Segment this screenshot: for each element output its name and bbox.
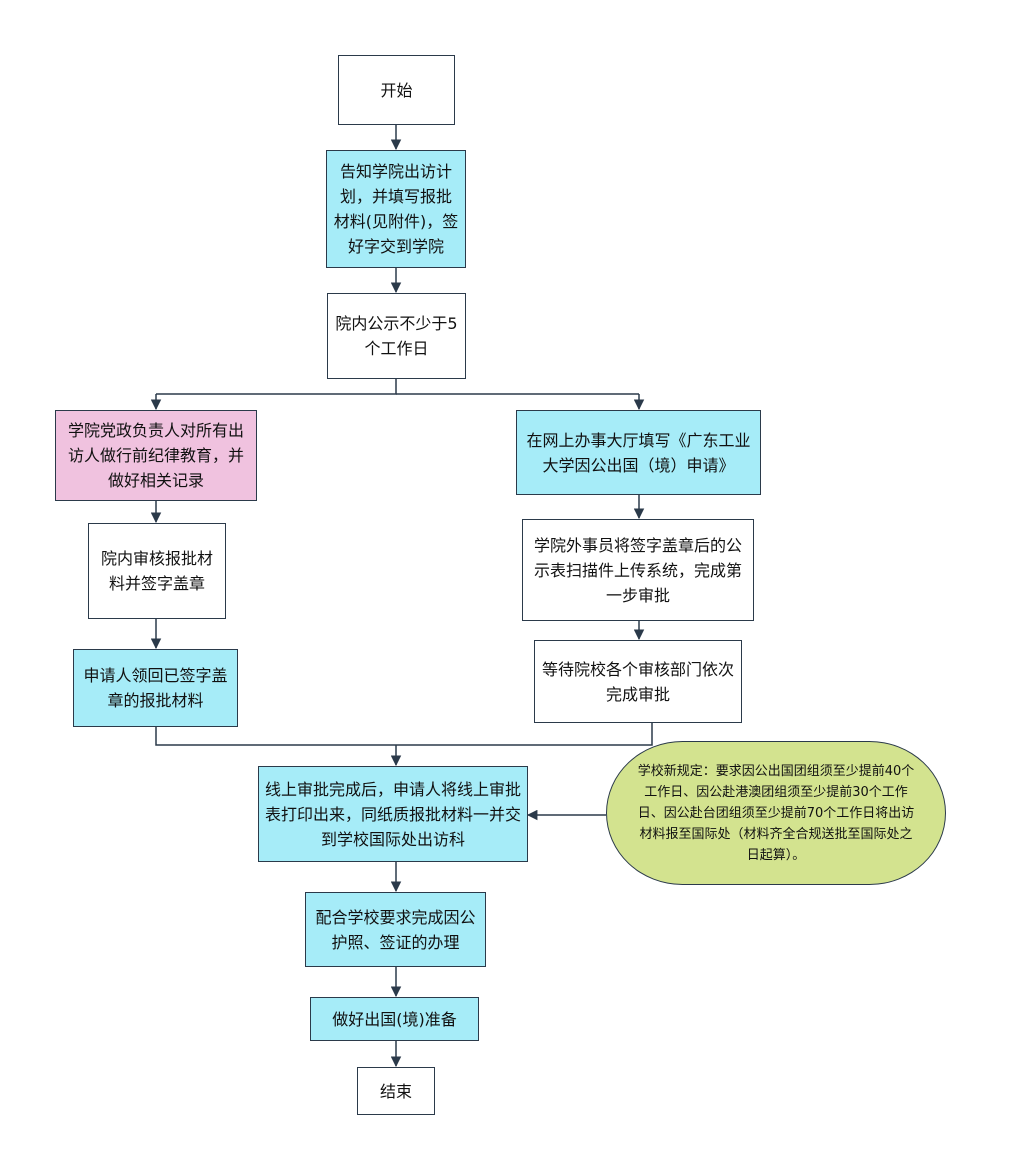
node-online-apply: 在网上办事大厅填写《广东工业大学因公出国（境）申请》 (516, 410, 761, 495)
node-prepare: 做好出国(境)准备 (310, 997, 479, 1041)
branch-line (156, 378, 397, 395)
node-college-review-label: 院内审核报批材料并签字盖章 (100, 549, 213, 593)
node-passport-visa-label: 配合学校要求完成因公护照、签证的办理 (315, 907, 476, 952)
node-start: 开始 (338, 55, 455, 125)
node-passport-visa: 配合学校要求完成因公护照、签证的办理 (305, 892, 486, 967)
node-discipline-education: 学院党政负责人对所有出访人做行前纪律教育，并做好相关记录 (55, 410, 257, 501)
node-inform-plan-label: 告知学院出访计划，并填写报批材料(见附件)，签好字交到学院 (333, 162, 459, 256)
note-new-regulation-text: 学校新规定：要求因公出国团组须至少提前40个工作日、因公赴港澳团组须至少提前30… (637, 763, 915, 863)
node-receive-materials-label: 申请人领回已签字盖章的报批材料 (83, 666, 228, 710)
node-inform-plan: 告知学院出访计划，并填写报批材料(见附件)，签好字交到学院 (326, 150, 466, 268)
node-publicity: 院内公示不少于5个工作日 (327, 293, 466, 379)
node-receive-materials: 申请人领回已签字盖章的报批材料 (73, 649, 238, 727)
node-prepare-label: 做好出国(境)准备 (332, 1009, 457, 1029)
merge-line (396, 722, 653, 746)
merge-line (155, 726, 396, 746)
note-new-regulation: 学校新规定：要求因公出国团组须至少提前40个工作日、因公赴港澳团组须至少提前30… (606, 741, 946, 885)
node-discipline-education-label: 学院党政负责人对所有出访人做行前纪律教育，并做好相关记录 (67, 421, 244, 490)
node-college-review: 院内审核报批材料并签字盖章 (88, 523, 226, 619)
node-end: 结束 (357, 1067, 435, 1115)
node-online-apply-label: 在网上办事大厅填写《广东工业大学因公出国（境）申请》 (526, 430, 751, 475)
node-wait-approval: 等待院校各个审核部门依次完成审批 (534, 640, 742, 723)
node-end-label: 结束 (379, 1081, 412, 1101)
node-submit-print-label: 线上审批完成后，申请人将线上审批表打印出来，同纸质报批材料一并交到学校国际处出访… (265, 779, 522, 849)
node-upload-scan: 学院外事员将签字盖章后的公示表扫描件上传系统，完成第一步审批 (522, 519, 754, 621)
node-submit-print: 线上审批完成后，申请人将线上审批表打印出来，同纸质报批材料一并交到学校国际处出访… (258, 766, 528, 862)
node-start-label: 开始 (380, 80, 413, 100)
node-wait-approval-label: 等待院校各个审核部门依次完成审批 (541, 659, 734, 704)
node-publicity-label: 院内公示不少于5个工作日 (335, 314, 458, 358)
node-upload-scan-label: 学院外事员将签字盖章后的公示表扫描件上传系统，完成第一步审批 (533, 535, 742, 605)
